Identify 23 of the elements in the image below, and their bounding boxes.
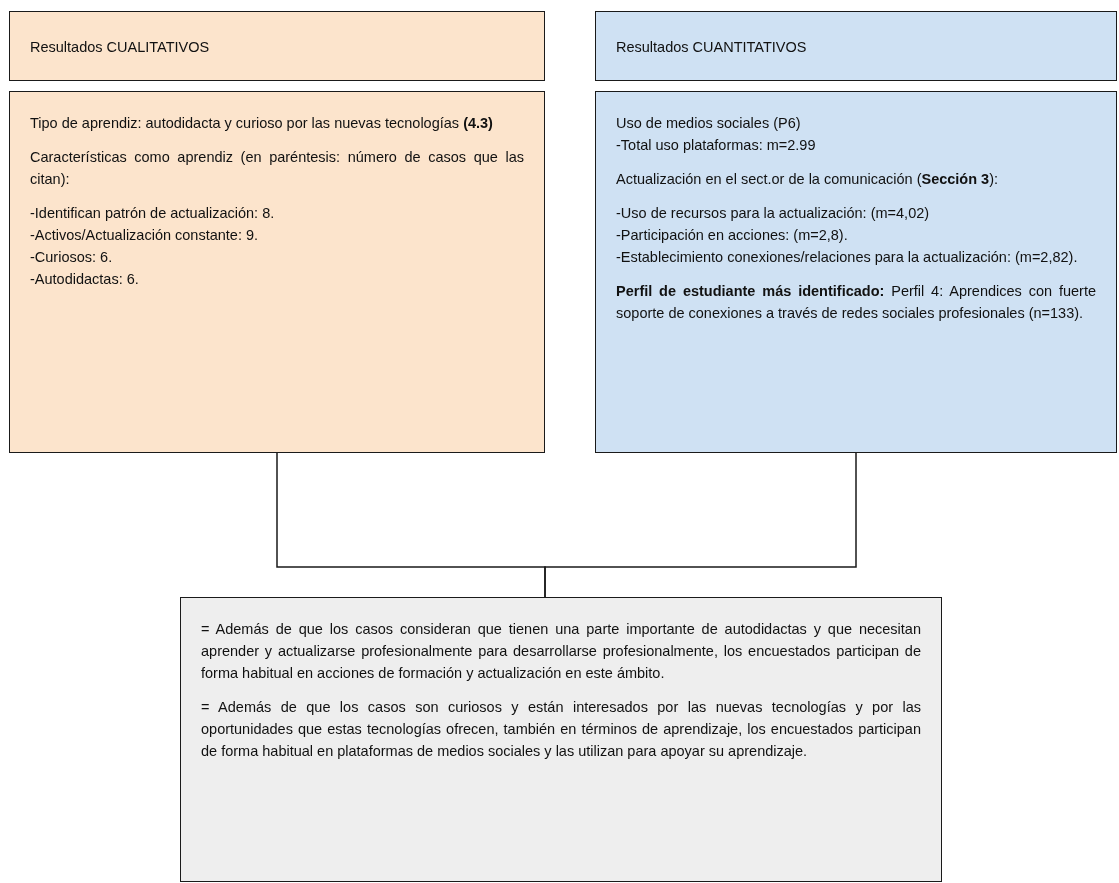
paragraph: Uso de medios sociales (P6) bbox=[616, 114, 802, 133]
connector-line bbox=[544, 452, 857, 598]
paragraph: -Autodidactas: 6. bbox=[30, 270, 140, 289]
paragraph: Tipo de aprendiz: autodidacta y curioso por las nuevas tecnologías (4.3) bbox=[30, 114, 494, 133]
header-box bbox=[9, 11, 545, 81]
text-box bbox=[595, 91, 1117, 453]
paragraph: -Establecimiento conexiones/relaciones para la actualización: (m=2,82). bbox=[616, 248, 1079, 267]
paragraph: = Además de que los casos consideran que tienen una parte importante de autodidactas y que necesitan aprender y actualizarse profesionalmente para desarrollarse profesionalmente, los encuestados participan de forma habitual en acciones de formación y actualización en este ámbito. bbox=[201, 620, 921, 683]
paragraph: -Identifican patrón de actualización: 8. bbox=[30, 204, 276, 223]
paragraph: Actualización en el sect.or de la comunicación (Sección 3): bbox=[616, 170, 1000, 189]
paragraph: -Activos/Actualización constante: 9. bbox=[30, 226, 260, 245]
box-heading: Resultados CUALITATIVOS bbox=[30, 38, 211, 57]
text-box bbox=[9, 91, 545, 453]
box-heading: Resultados CUANTITATIVOS bbox=[616, 38, 808, 57]
paragraph: -Total uso plataformas: m=2.99 bbox=[616, 136, 817, 155]
paragraph: Perfil de estudiante más identificado: Perfil 4: Aprendices con fuerte soporte de conexiones a través de redes sociales profesionales (n=133). bbox=[616, 282, 1096, 323]
header-box bbox=[595, 11, 1117, 81]
paragraph: -Curiosos: 6. bbox=[30, 248, 114, 267]
paragraph: Características como aprendiz (en paréntesis: número de casos que las citan): bbox=[30, 148, 524, 189]
paragraph: = Además de que los casos son curiosos y están interesados por las nuevas tecnologías y por las oportunidades que estas tecnologías ofrecen, también en términos de aprendizaje, los encuestados participan de forma habitual en plataformas de medios sociales y las utilizan para apoyar su aprendizaje. bbox=[201, 698, 921, 761]
paragraph: -Participación en acciones: (m=2,8). bbox=[616, 226, 849, 245]
paragraph: -Uso de recursos para la actualización: (m=4,02) bbox=[616, 204, 931, 223]
text-box bbox=[180, 597, 942, 882]
